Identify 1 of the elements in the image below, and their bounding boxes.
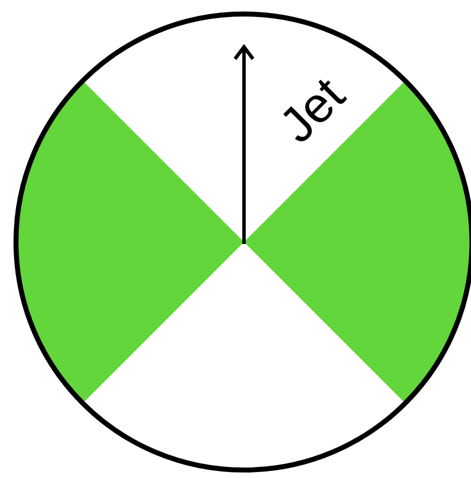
direction-label: Jet [283,80,348,142]
